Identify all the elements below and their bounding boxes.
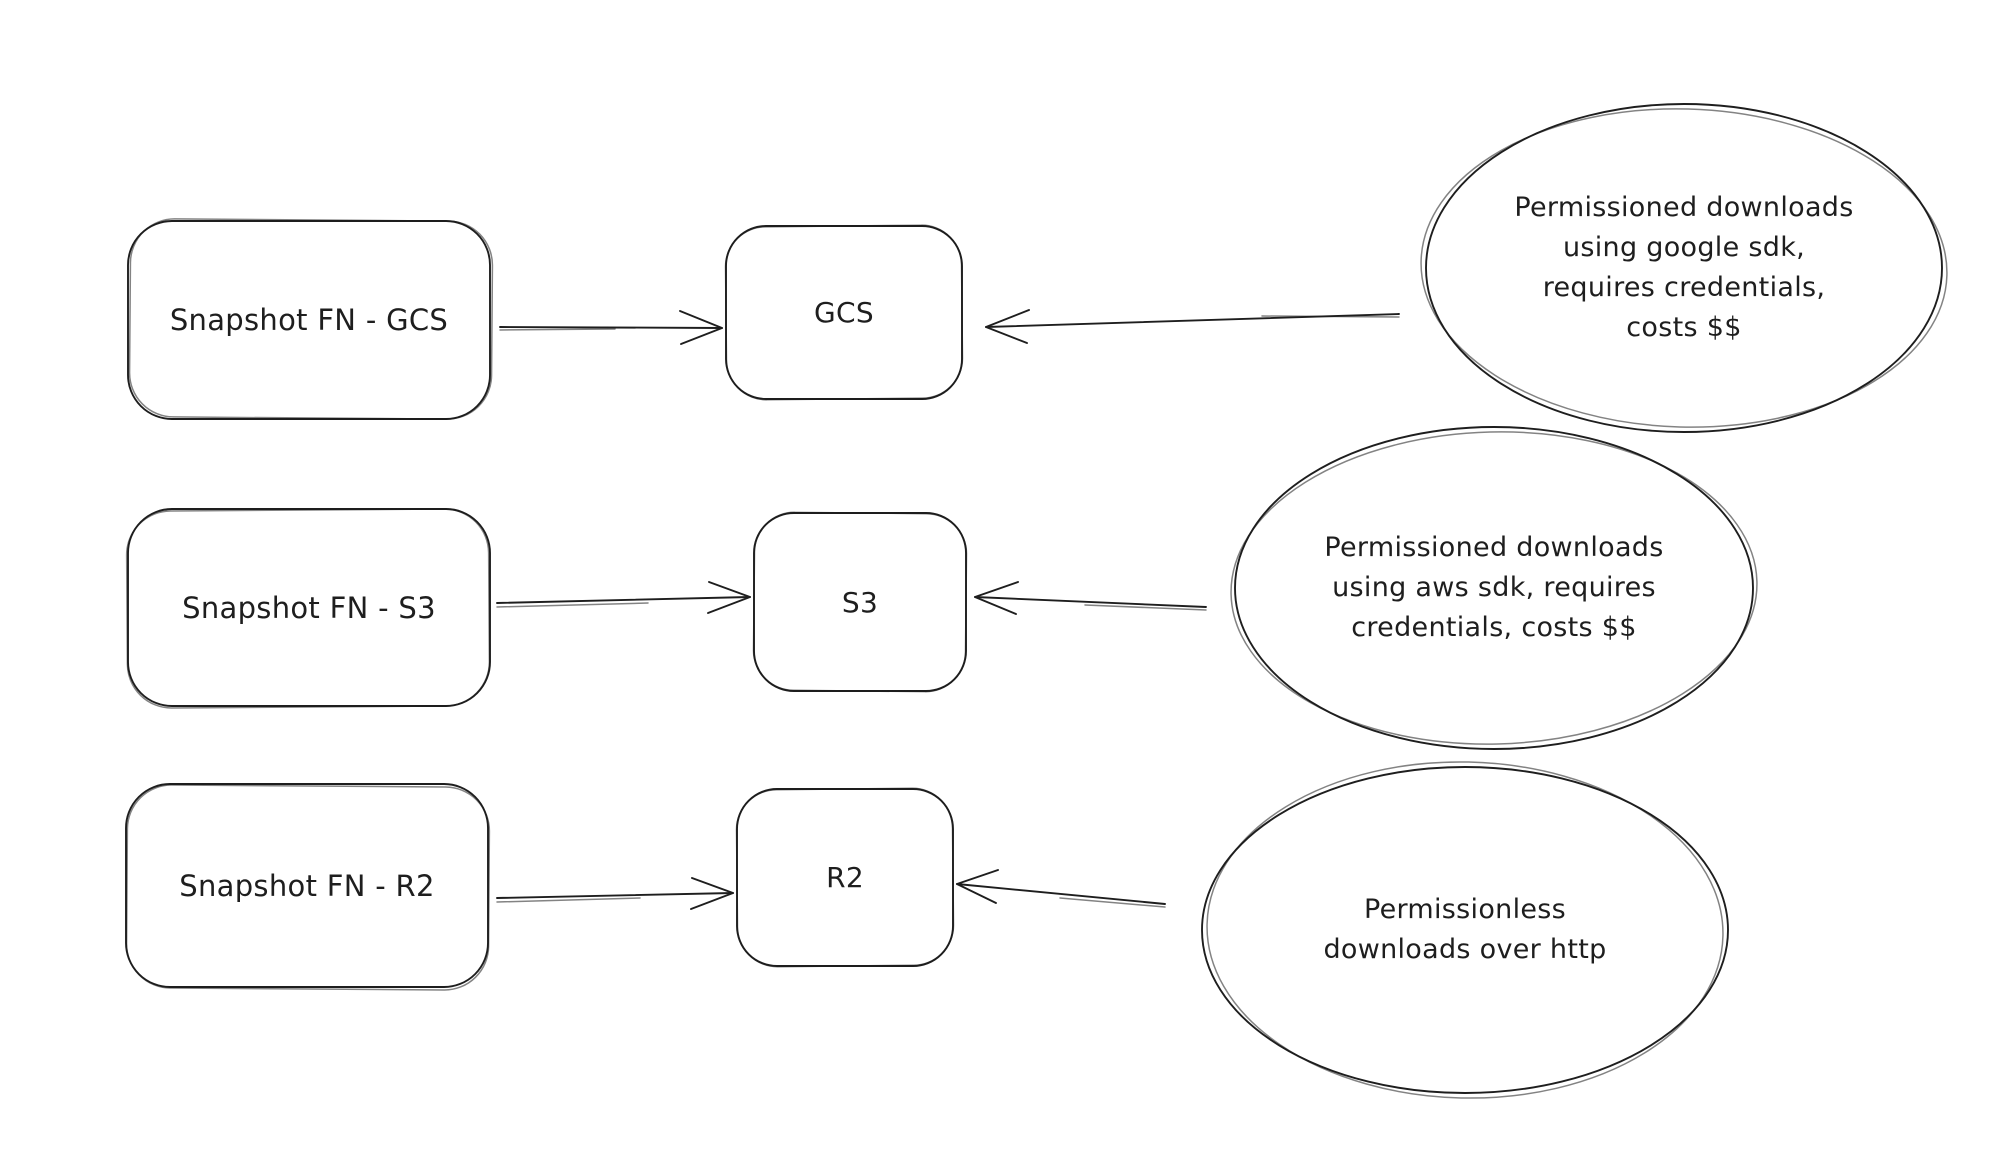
note-shape-r2	[1201, 761, 1729, 1099]
node-shape-snapshot-fn-gcs	[127, 218, 494, 420]
node-shape-s3	[752, 511, 968, 693]
note-shape-gcs	[1420, 103, 1948, 433]
node-shape-snapshot-fn-r2	[125, 783, 491, 991]
node-shape-r2	[735, 787, 955, 968]
arrow-snapshot-fn-s3-to-s3	[496, 581, 751, 614]
arrow-note-gcs-to-gcs	[985, 309, 1400, 344]
arrow-note-r2-to-r2	[956, 869, 1166, 908]
note-shape-s3	[1230, 426, 1758, 750]
arrow-snapshot-fn-gcs-to-gcs	[499, 310, 723, 345]
arrow-snapshot-fn-r2-to-r2	[496, 877, 734, 910]
arrow-note-s3-to-s3	[974, 581, 1207, 615]
node-shape-snapshot-fn-s3	[125, 508, 491, 709]
node-shape-gcs	[724, 224, 964, 401]
